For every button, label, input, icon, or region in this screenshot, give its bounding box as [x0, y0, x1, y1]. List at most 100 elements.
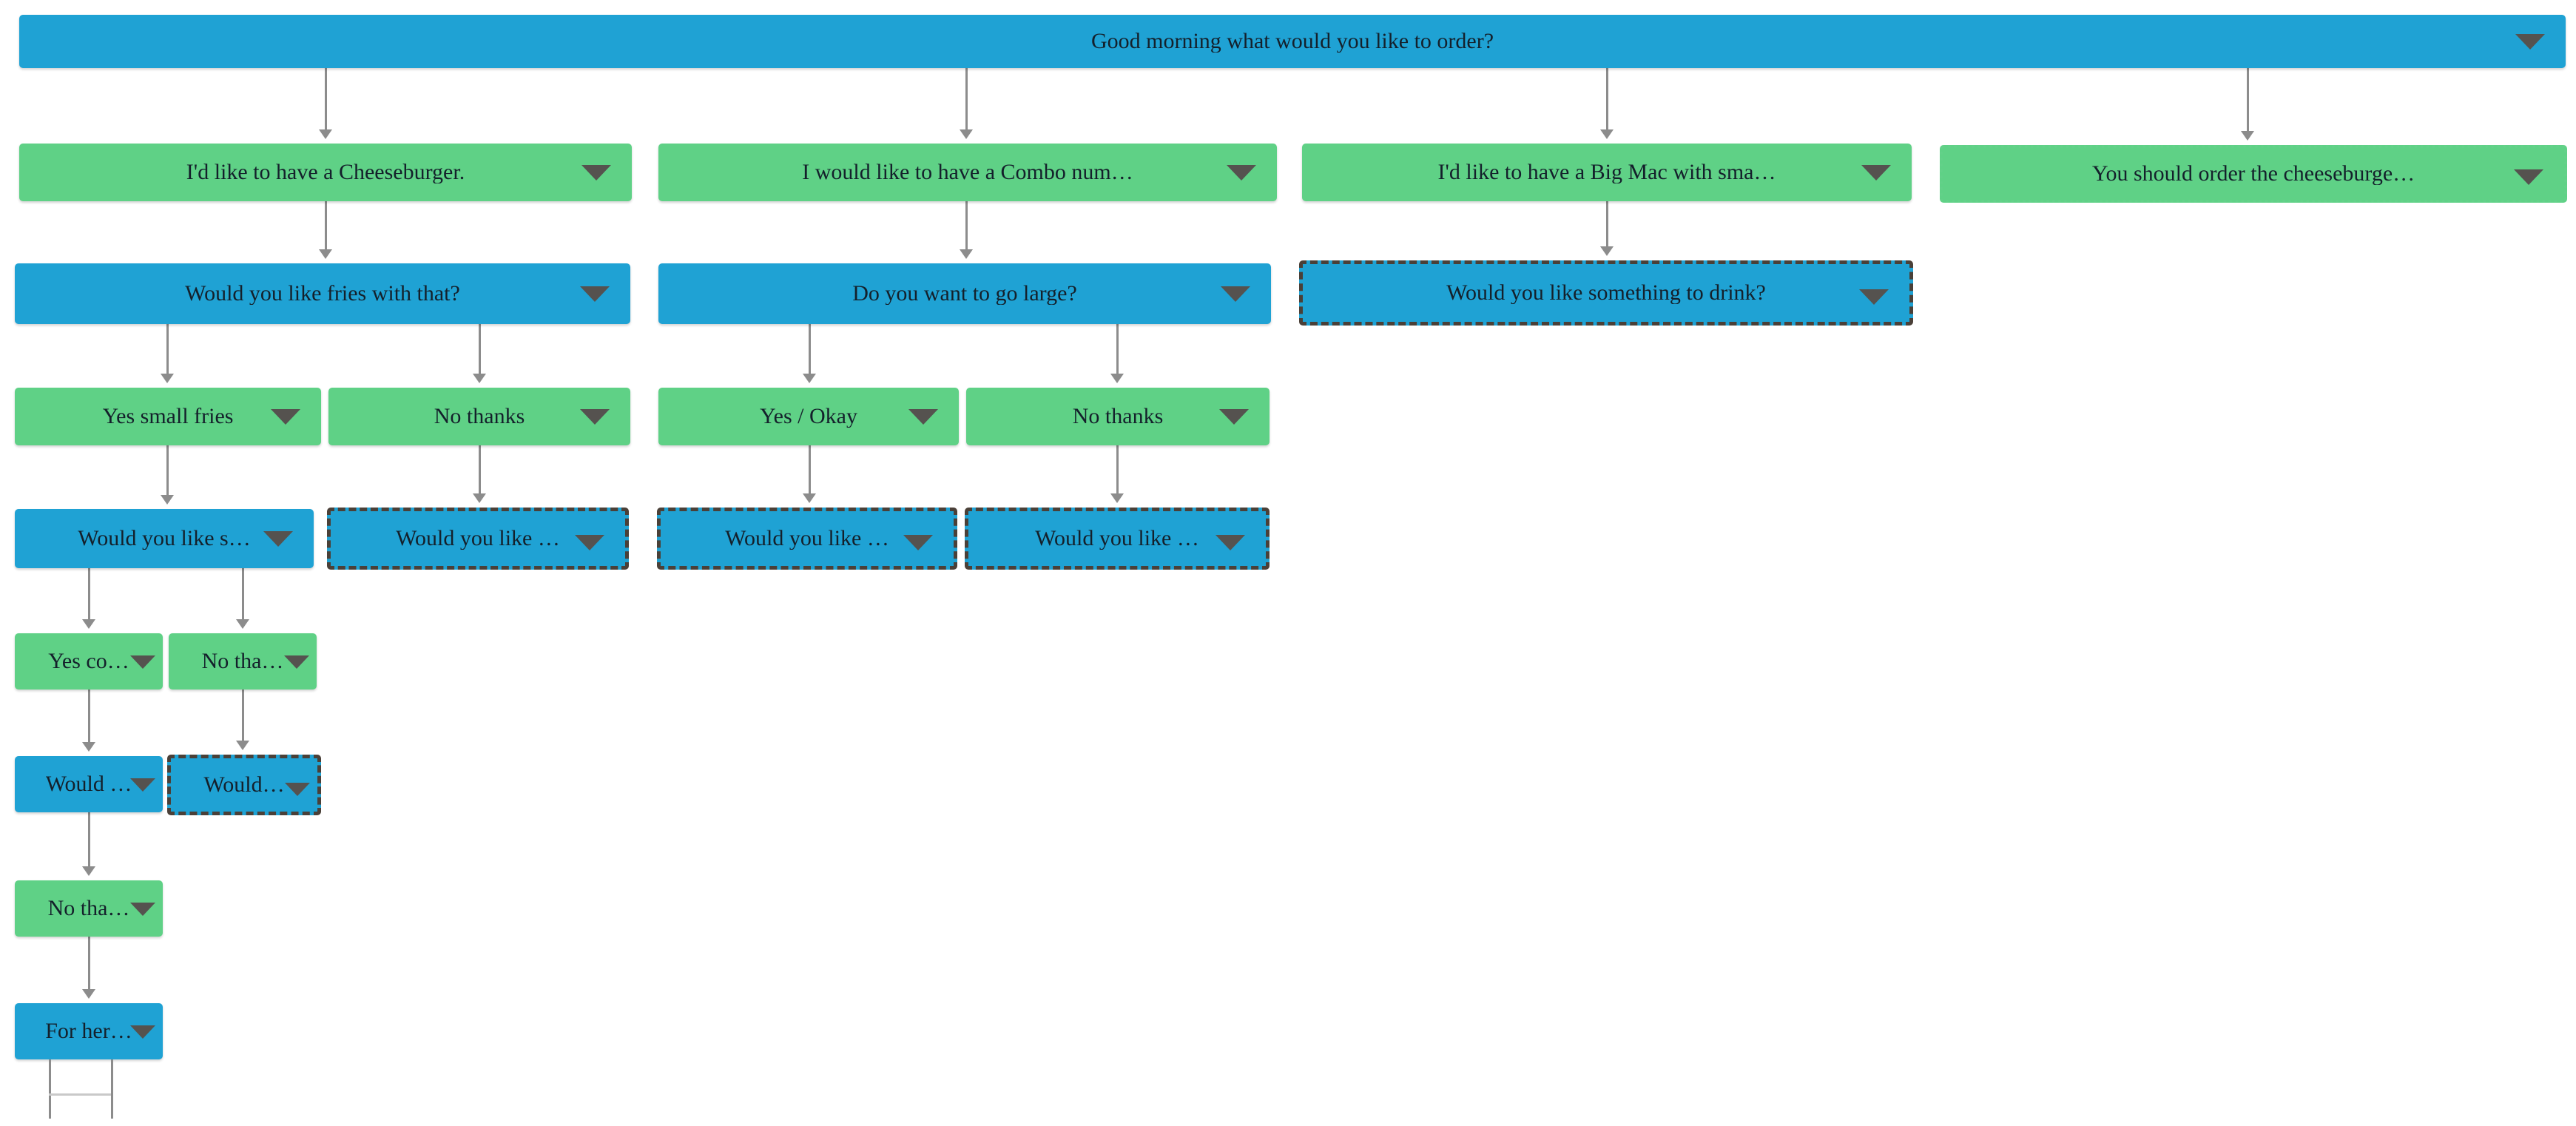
chevron-down-icon[interactable]	[1215, 535, 1245, 550]
chevron-down-icon[interactable]	[271, 409, 300, 425]
connector-arrowhead	[236, 619, 249, 629]
connector-arrowhead	[82, 989, 95, 999]
flow-node[interactable]: Good morning what would you like to orde…	[19, 15, 2566, 68]
flow-node-label: No tha…	[201, 650, 284, 672]
flow-node[interactable]: No thanks	[328, 388, 630, 445]
chevron-down-icon[interactable]	[903, 535, 933, 550]
flow-node[interactable]: Would you like …	[965, 508, 1270, 570]
connector-line	[809, 324, 811, 376]
connector-arrowhead	[960, 129, 973, 139]
chevron-down-icon[interactable]	[2514, 169, 2543, 185]
flow-node[interactable]: Do you want to go large?	[658, 263, 1271, 324]
connector-arrowhead	[82, 619, 95, 629]
connector-arrowhead	[473, 374, 486, 383]
connector-arrowhead	[161, 374, 174, 383]
flow-node[interactable]: For her…	[15, 1003, 163, 1059]
flow-node[interactable]: Would you like …	[657, 508, 957, 570]
connector-line	[325, 68, 327, 132]
chevron-down-icon[interactable]	[580, 409, 610, 425]
flow-node[interactable]: Would…	[167, 755, 321, 815]
connector-line	[166, 445, 169, 497]
connector-line	[88, 568, 90, 621]
flow-node[interactable]: Yes / Okay	[658, 388, 959, 445]
flow-node-label: Would…	[203, 774, 285, 796]
flow-node[interactable]: Yes co…	[15, 633, 163, 690]
chevron-down-icon[interactable]	[130, 1025, 155, 1039]
flow-node[interactable]: You should order the cheeseburge…	[1940, 145, 2567, 203]
connector-arrowhead	[1110, 374, 1124, 383]
chevron-down-icon[interactable]	[1221, 286, 1250, 302]
chevron-down-icon[interactable]	[1219, 409, 1249, 425]
tail-line	[111, 1059, 113, 1119]
connector-line	[1116, 445, 1119, 496]
chevron-down-icon[interactable]	[575, 535, 604, 550]
flow-node-label: Do you want to go large?	[852, 283, 1077, 305]
flow-node-label: Yes co…	[48, 650, 129, 672]
flow-node-label: Would you like …	[1035, 527, 1199, 550]
chevron-down-icon[interactable]	[285, 783, 310, 796]
connector-arrowhead	[473, 493, 486, 503]
connector-arrowhead	[960, 249, 973, 259]
flow-node-label: Would you like something to drink?	[1446, 282, 1766, 304]
tail-line	[49, 1059, 51, 1119]
flow-node-label: You should order the cheeseburge…	[2091, 163, 2415, 185]
chevron-down-icon[interactable]	[130, 903, 155, 916]
chevron-down-icon[interactable]	[581, 165, 611, 181]
chevron-down-icon[interactable]	[284, 655, 309, 669]
flow-node[interactable]: Yes small fries	[15, 388, 321, 445]
connector-line	[325, 201, 327, 252]
flow-node[interactable]: No tha…	[15, 880, 163, 937]
connector-line	[1116, 324, 1119, 376]
connector-arrowhead	[82, 742, 95, 752]
chevron-down-icon[interactable]	[908, 409, 938, 425]
flow-node[interactable]: No thanks	[966, 388, 1270, 445]
flow-node[interactable]: I'd like to have a Cheeseburger.	[19, 144, 632, 201]
connector-line	[479, 445, 481, 496]
flow-node[interactable]: Would you like s…	[15, 509, 314, 568]
connector-arrowhead	[1110, 493, 1124, 503]
flow-node[interactable]: Would you like something to drink?	[1299, 260, 1913, 326]
connector-arrowhead	[161, 495, 174, 505]
chevron-down-icon[interactable]	[2515, 34, 2545, 50]
connector-line	[965, 68, 968, 132]
flow-node[interactable]: I'd like to have a Big Mac with sma…	[1302, 144, 1912, 201]
flow-node-label: No tha…	[47, 897, 130, 920]
flow-node[interactable]: Would you like fries with that?	[15, 263, 630, 324]
connector-line	[242, 690, 244, 743]
connector-arrowhead	[319, 249, 332, 259]
flow-node[interactable]: Would …	[15, 756, 163, 812]
connector-arrowhead	[82, 866, 95, 876]
connector-line	[88, 690, 90, 744]
connector-line	[88, 937, 90, 991]
connector-line	[166, 324, 169, 376]
flow-node-label: Would you like fries with that?	[185, 283, 460, 305]
flow-node-label: Would …	[45, 773, 132, 795]
connector-line	[809, 445, 811, 496]
chevron-down-icon[interactable]	[1859, 289, 1889, 305]
flow-node-label: I'd like to have a Cheeseburger.	[186, 161, 465, 183]
chevron-down-icon[interactable]	[580, 286, 610, 302]
flow-node-label: No thanks	[434, 405, 525, 428]
tail-crossbar	[49, 1093, 111, 1096]
flow-node[interactable]: I would like to have a Combo num…	[658, 144, 1277, 201]
flow-node-label: Good morning what would you like to orde…	[1090, 30, 1494, 53]
flow-node[interactable]: Would you like …	[327, 508, 629, 570]
chevron-down-icon[interactable]	[130, 655, 155, 669]
chevron-down-icon[interactable]	[1861, 165, 1891, 181]
chevron-down-icon[interactable]	[263, 531, 293, 547]
connector-arrowhead	[1600, 129, 1614, 139]
chevron-down-icon[interactable]	[130, 778, 155, 792]
flow-node[interactable]: No tha…	[169, 633, 317, 690]
connector-line	[88, 812, 90, 869]
connector-line	[242, 568, 244, 621]
connector-arrowhead	[2241, 131, 2254, 141]
connector-arrowhead	[1600, 246, 1614, 256]
connector-arrowhead	[236, 741, 249, 750]
flow-node-label: I would like to have a Combo num…	[802, 161, 1133, 183]
connector-arrowhead	[803, 493, 816, 503]
flow-node-label: Yes small fries	[102, 405, 234, 428]
connector-arrowhead	[319, 129, 332, 139]
chevron-down-icon[interactable]	[1227, 165, 1256, 181]
flow-node-label: Would you like …	[396, 527, 560, 550]
